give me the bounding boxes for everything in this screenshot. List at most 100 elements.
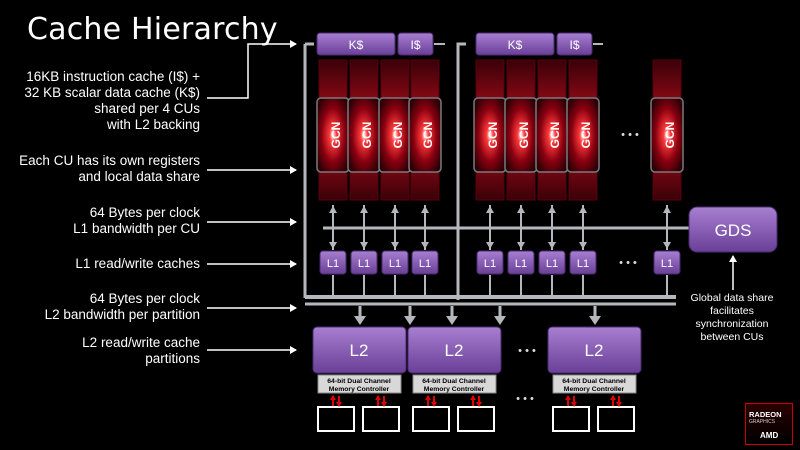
- cu-label-5: GCN: [486, 122, 500, 149]
- i-cache-label-2: I$: [569, 38, 579, 52]
- cu-label-4: GCN: [421, 122, 435, 149]
- l1-cache-9: [653, 250, 681, 275]
- label-l1-caches: L1 read/write caches: [75, 256, 200, 271]
- l1-label-8: L1: [577, 258, 589, 270]
- logo-brand: RADEON: [749, 410, 782, 419]
- k-cache-bar-1: [316, 32, 396, 56]
- memory-controller-1: [317, 374, 402, 394]
- cu-l1-arrow-up-9: [663, 206, 671, 213]
- crossbar-l2-arrow-2: [446, 316, 458, 325]
- l1-label-1: L1: [327, 258, 339, 270]
- label-l2-partitions: L2 read/write cache partitions: [82, 335, 200, 366]
- gds-note: Global data share facilitates synchroniz…: [690, 292, 774, 343]
- cu-label-3: GCN: [391, 122, 405, 149]
- logo-vendor: AMD: [760, 431, 779, 440]
- radeon-logo: RADEON GRAPHICS AMD: [745, 403, 793, 445]
- cu-l1-arrow-down-2: [360, 242, 368, 249]
- cu-l1-arrow-down-3: [391, 242, 399, 249]
- l1-label-7: L1: [546, 258, 558, 270]
- l2-partition-3: [547, 326, 642, 374]
- l1-label-4: L1: [419, 258, 431, 270]
- cu-l1-arrow-down-6: [517, 242, 525, 249]
- l1-cache-8: [569, 250, 597, 275]
- l1-cache-5: [476, 250, 504, 275]
- cu-core-8: [566, 97, 600, 173]
- l1-cache-6: [507, 250, 535, 275]
- memory-controller-line1-1: 64-bit Dual Channel: [327, 378, 391, 385]
- cu-l1-arrow-up-6: [517, 206, 525, 213]
- l1-ellipsis: • • •: [619, 257, 637, 269]
- l1-label-9: L1: [661, 258, 673, 270]
- cu-label-1: GCN: [329, 122, 343, 149]
- memory-controller-line2-1: Memory Controller: [329, 386, 390, 393]
- cu-label-6: GCN: [517, 122, 531, 149]
- label-registers: Each CU has its own registers and local …: [19, 153, 200, 184]
- gds-label: GDS: [715, 221, 752, 240]
- dram-chip-2-2: [457, 406, 495, 432]
- cu-label-2: GCN: [360, 122, 374, 149]
- cu-l1-arrow-up-3: [391, 206, 399, 213]
- cu-l1-arrow-up-5: [486, 206, 494, 213]
- k-cache-bar-2: [475, 32, 555, 56]
- memory-controller-3: [552, 374, 637, 394]
- crossbar-l2-arrow-3: [589, 316, 601, 325]
- i-cache-bar-1: [397, 32, 434, 56]
- cu-core-9: [650, 97, 684, 173]
- dram-chip-3-1: [552, 406, 590, 432]
- cluster-divider: [456, 42, 466, 300]
- memory-controller-2: [412, 374, 497, 394]
- memory-controller-line2-3: Memory Controller: [564, 386, 625, 393]
- cu-l1-arrow-down-4: [421, 242, 429, 249]
- memory-controller-line1-2: 64-bit Dual Channel: [422, 378, 486, 385]
- l1-cache-1: [319, 250, 347, 275]
- pointer-instruction-cache: [207, 40, 297, 99]
- gds-box: [688, 206, 778, 253]
- l1-label-6: L1: [515, 258, 527, 270]
- cu-l1-arrow-up-8: [579, 206, 587, 213]
- cu-l1-arrow-up-4: [421, 206, 429, 213]
- l1-cache-4: [411, 250, 439, 275]
- i-cache-bar-2: [556, 32, 593, 56]
- l2-ellipsis: • • •: [518, 345, 536, 357]
- label-l1-bandwidth: 64 Bytes per clock L1 bandwidth per CU: [73, 205, 200, 236]
- logo-sub: GRAPHICS: [749, 419, 776, 425]
- l1-cache-2: [350, 250, 378, 275]
- l1-cache-7: [538, 250, 566, 275]
- crossbar-l2-arrow-1: [354, 316, 366, 325]
- l2-label-2: L2: [445, 341, 464, 360]
- dram-ellipsis: • • •: [516, 393, 534, 405]
- l2-label-3: L2: [585, 341, 604, 360]
- crossbar-feed-arrow-1: [404, 316, 416, 325]
- cu-l1-arrow-down-9: [663, 242, 671, 249]
- cu-l1-arrow-up-7: [548, 206, 556, 213]
- dram-chip-1-1: [317, 406, 355, 432]
- l2-label-1: L2: [350, 341, 369, 360]
- memory-controller-line2-2: Memory Controller: [424, 386, 485, 393]
- l1-label-3: L1: [389, 258, 401, 270]
- cu-l1-arrow-up-1: [329, 206, 337, 213]
- l1-label-5: L1: [484, 258, 496, 270]
- cu-l1-arrow-down-5: [486, 242, 494, 249]
- cu-l1-arrow-down-7: [548, 242, 556, 249]
- k-cache-label-2: K$: [508, 38, 523, 52]
- cu-l1-arrow-down-1: [329, 242, 337, 249]
- label-l2-bandwidth: 64 Bytes per clock L2 bandwidth per part…: [44, 291, 200, 322]
- k-cache-label-1: K$: [349, 38, 364, 52]
- l2-partition-2: [407, 326, 502, 374]
- cu-l1-arrow-down-8: [579, 242, 587, 249]
- cu-label-9: GCN: [663, 122, 677, 149]
- slide-title: Cache Hierarchy: [27, 12, 278, 47]
- cu-label-7: GCN: [548, 122, 562, 149]
- cu-ellipsis: • • •: [621, 129, 639, 141]
- dram-chip-3-2: [597, 406, 635, 432]
- cu-label-8: GCN: [579, 122, 593, 149]
- i-cache-label-1: I$: [410, 38, 420, 52]
- dram-chip-2-1: [412, 406, 450, 432]
- l1-label-2: L1: [358, 258, 370, 270]
- label-instruction-cache: 16KB instruction cache (I$) + 32 KB scal…: [24, 69, 200, 132]
- l1-cache-3: [381, 250, 409, 275]
- crossbar-feed-arrow-2: [494, 316, 506, 325]
- dram-chip-1-2: [362, 406, 400, 432]
